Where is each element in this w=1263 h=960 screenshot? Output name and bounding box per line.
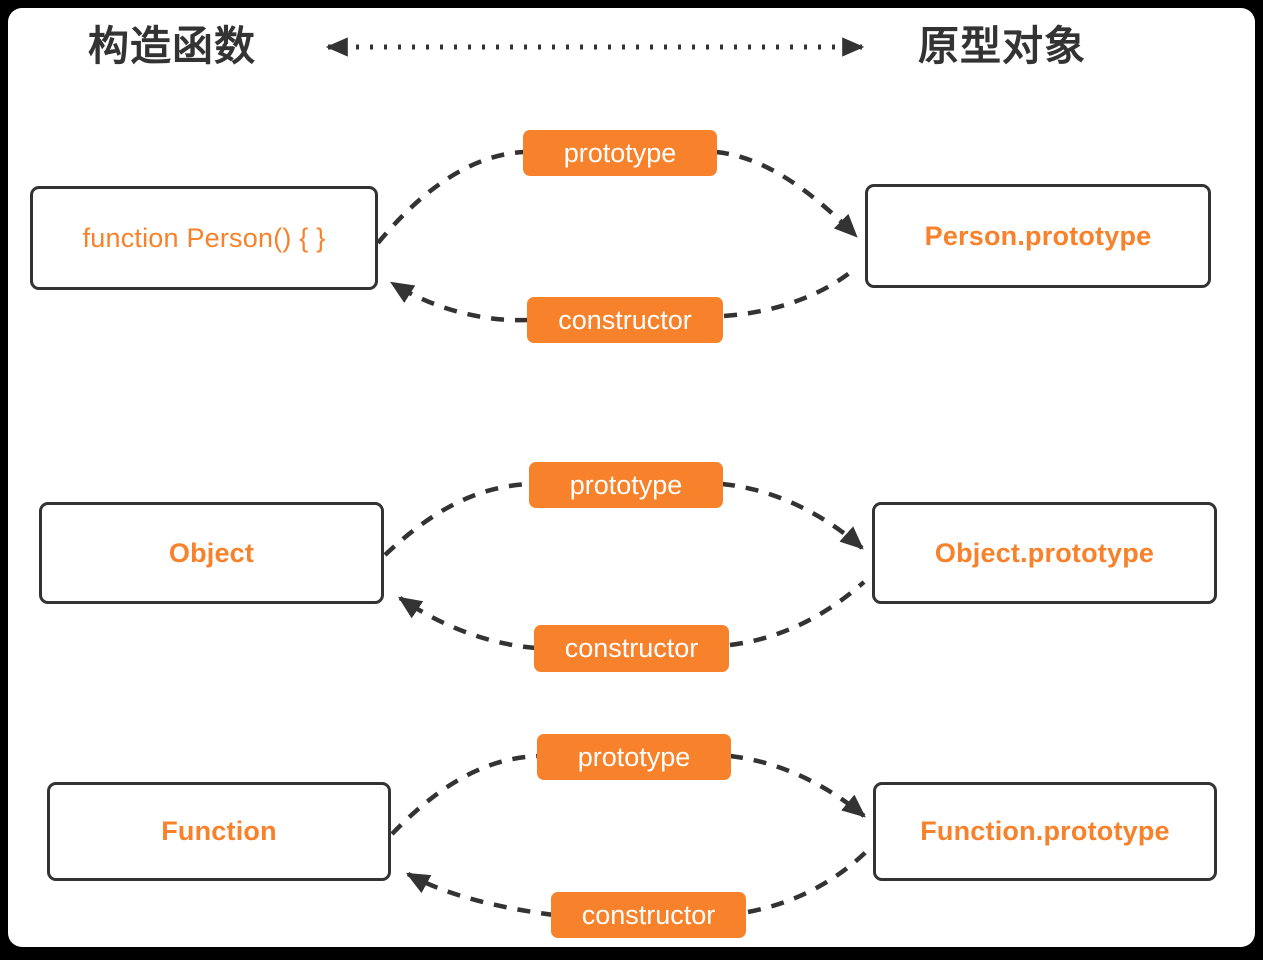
- entity-box-person-prototype[interactable]: Person.prototype: [865, 184, 1211, 288]
- entity-box-function-prototype[interactable]: Function.prototype: [873, 782, 1217, 881]
- entity-box-object-prototype[interactable]: Object.prototype: [872, 502, 1217, 604]
- edge-label-constructor-row1[interactable]: constructor: [527, 297, 723, 343]
- header-title-prototype: 原型对象: [918, 23, 1086, 69]
- entity-box-object-constructor[interactable]: Object: [39, 502, 384, 604]
- entity-box-function-constructor[interactable]: Function: [47, 782, 391, 881]
- edge-label-constructor-row3[interactable]: constructor: [551, 892, 746, 938]
- edge-label-prototype-row3[interactable]: prototype: [537, 734, 731, 780]
- edge-label-prototype-row2[interactable]: prototype: [529, 462, 723, 508]
- edge-label-constructor-row2[interactable]: constructor: [534, 625, 729, 672]
- entity-box-person-constructor[interactable]: function Person() { }: [30, 186, 378, 290]
- edge-label-prototype-row1[interactable]: prototype: [523, 130, 717, 176]
- header-title-constructor: 构造函数: [88, 23, 256, 69]
